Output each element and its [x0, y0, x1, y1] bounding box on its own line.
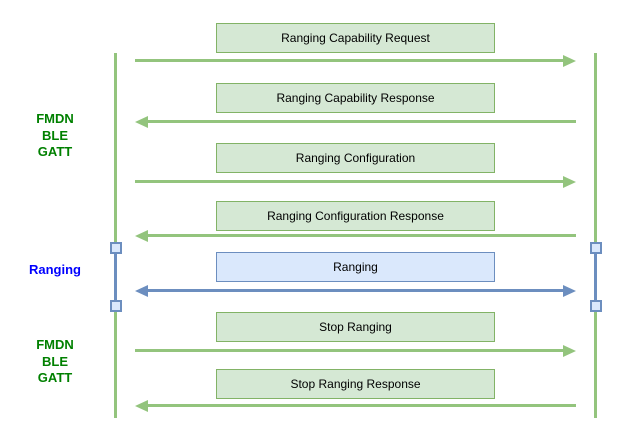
arrow-shaft: [146, 234, 576, 237]
message-label: Ranging Configuration: [295, 151, 416, 165]
message-label: Ranging: [333, 260, 378, 274]
arrowhead-right: [563, 176, 576, 188]
message-label: Stop Ranging: [319, 320, 392, 334]
message-box-stop-ranging-response: Stop Ranging Response: [216, 369, 495, 399]
session-start-marker-right: [590, 242, 602, 254]
phase-label-fmdn-ble-gatt-top: FMDN BLE GATT: [0, 111, 110, 161]
phase-label-line: BLE: [42, 127, 68, 143]
message-arrow-left: [135, 400, 576, 412]
arrowhead-left: [135, 230, 148, 242]
phase-label-line: Ranging: [29, 262, 81, 277]
message-label: Ranging Capability Request: [281, 31, 430, 45]
message-arrow-right: [135, 176, 576, 188]
message-label: Ranging Configuration Response: [267, 209, 444, 223]
phase-label-fmdn-ble-gatt-bottom: FMDN BLE GATT: [0, 337, 110, 387]
message-box-stop-ranging: Stop Ranging: [216, 312, 495, 342]
session-end-marker-left: [110, 300, 122, 312]
arrowhead-right: [563, 345, 576, 357]
message-box-ranging-capability-request: Ranging Capability Request: [216, 23, 495, 53]
arrowhead-right: [563, 285, 576, 297]
session-end-marker-right: [590, 300, 602, 312]
arrow-shaft: [135, 349, 565, 352]
message-arrow-bidirectional: [135, 285, 576, 297]
session-start-marker-left: [110, 242, 122, 254]
ranging-session-segment-right: [594, 248, 597, 306]
phase-label-line: BLE: [42, 353, 68, 369]
message-box-ranging-configuration: Ranging Configuration: [216, 143, 495, 173]
arrow-shaft: [146, 120, 576, 123]
arrow-shaft: [135, 59, 565, 62]
arrow-shaft: [135, 180, 565, 183]
lifeline-right: [594, 53, 597, 418]
phase-label-line: FMDN: [36, 111, 74, 126]
phase-label-line: GATT: [37, 144, 73, 159]
message-arrow-left: [135, 116, 576, 128]
ranging-session-segment-left: [114, 248, 117, 306]
phase-label-ranging: Ranging: [0, 262, 110, 279]
arrow-shaft: [146, 404, 576, 407]
arrowhead-left: [135, 400, 148, 412]
arrowhead-left: [135, 285, 148, 297]
message-arrow-right: [135, 345, 576, 357]
message-label: Stop Ranging Response: [290, 377, 421, 391]
arrowhead-left: [135, 116, 148, 128]
message-box-ranging-capability-response: Ranging Capability Response: [216, 83, 495, 113]
message-arrow-left: [135, 230, 576, 242]
message-arrow-right: [135, 55, 576, 67]
phase-label-line: FMDN: [36, 337, 74, 352]
phase-label-line: GATT: [37, 370, 73, 385]
message-box-ranging-configuration-response: Ranging Configuration Response: [216, 201, 495, 231]
arrowhead-right: [563, 55, 576, 67]
arrow-shaft: [146, 289, 565, 292]
lifeline-left: [114, 53, 117, 418]
message-box-ranging: Ranging: [216, 252, 495, 282]
message-label: Ranging Capability Response: [276, 91, 435, 105]
